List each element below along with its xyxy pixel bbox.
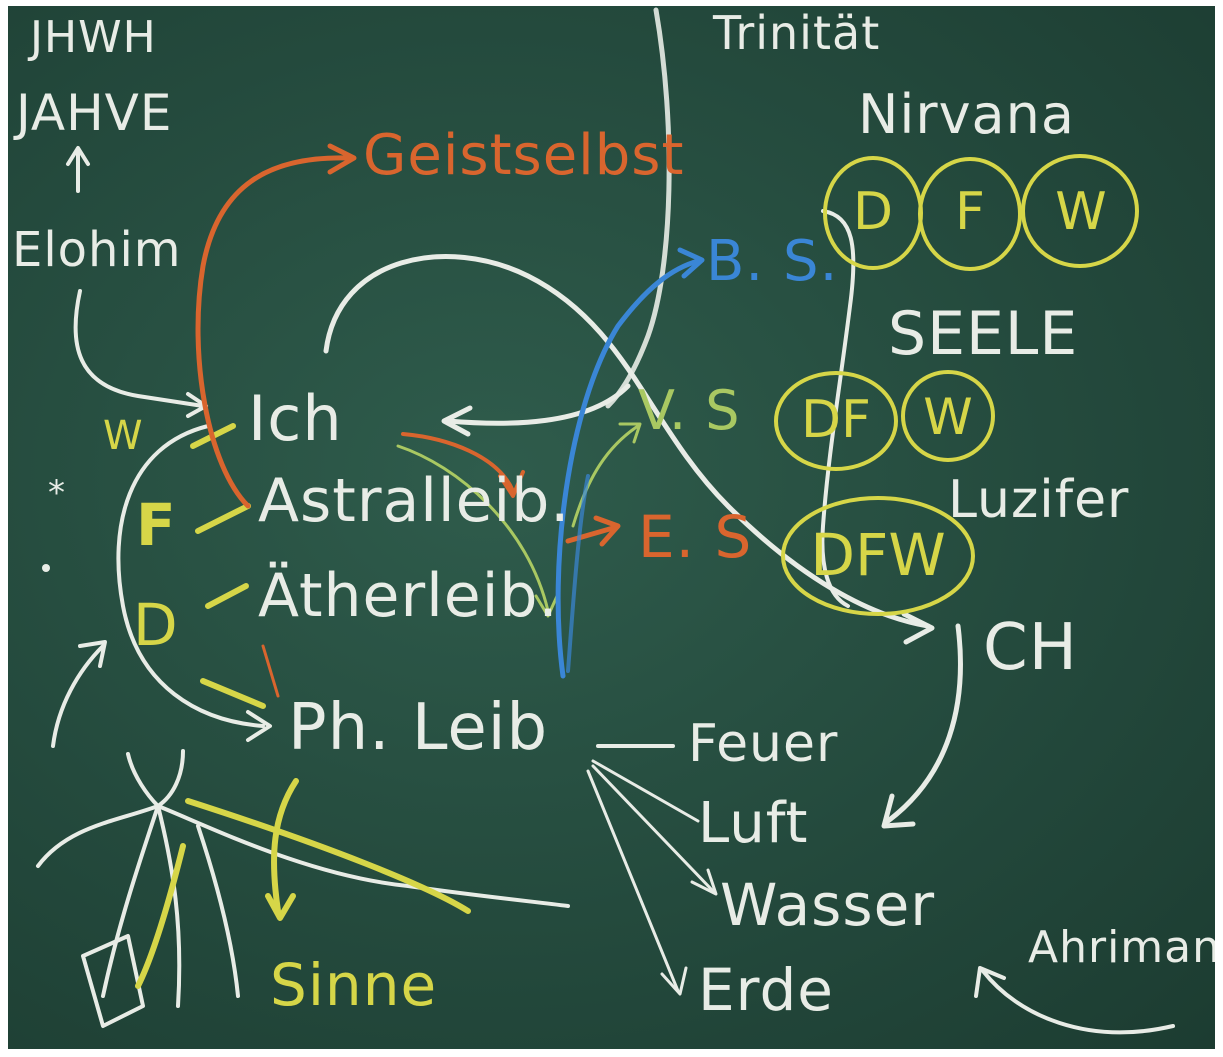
label-jhwh: JHWH: [30, 12, 157, 63]
green-arrow-2: [571, 424, 640, 528]
label-w: W: [103, 413, 144, 459]
label-f: F: [136, 491, 177, 559]
label-feuer: Feuer: [688, 714, 839, 774]
label-bs: B. S.: [706, 229, 839, 294]
label-ich: Ich: [248, 382, 343, 455]
label-nirvana: Nirvana: [858, 83, 1075, 146]
circle-middle-1: DF: [801, 390, 871, 450]
label-ph-leib: Ph. Leib: [288, 691, 549, 765]
circles-middle: [774, 370, 995, 471]
label-seele: SEELE: [888, 299, 1079, 369]
label-ch: CH: [983, 611, 1078, 685]
circle-bottom-1: DFW: [810, 521, 946, 589]
bs-arrow: [555, 258, 701, 679]
main-curve: [323, 254, 931, 629]
erde-arrow: [586, 769, 680, 993]
label-luft: Luft: [698, 791, 809, 856]
circle-top-2: F: [955, 182, 985, 242]
circles-top: [823, 154, 1139, 271]
luft-arrow: [591, 759, 700, 823]
label-elohim: Elohim: [12, 222, 182, 278]
label-astralleib: Astralleib.: [258, 466, 571, 536]
circle-middle-2: W: [923, 388, 973, 446]
label-luzifer: Luzifer: [948, 470, 1130, 530]
chalk-drawing: [36, 7, 1175, 1035]
label-aetherleib: Ätherleib.: [258, 561, 559, 631]
label-sinne: Sinne: [270, 951, 438, 1019]
label-jahve: JAHVE: [16, 84, 173, 142]
label-wasser: Wasser: [720, 871, 936, 939]
es-arrow: [565, 525, 616, 544]
label-es: E. S: [638, 503, 753, 571]
aether-ph-arrow: [261, 644, 280, 698]
ch-arrow: [885, 623, 963, 824]
circle-top-1: D: [852, 182, 894, 242]
chalkboard: JHWH JAHVE Elohim Trinität Nirvana Geist…: [8, 6, 1215, 1049]
ich-astral-arrow: [401, 432, 515, 493]
label-ahriman: Ahriman: [1028, 922, 1215, 973]
ahriman-arrow: [981, 969, 1175, 1035]
label-star: *: [48, 473, 66, 513]
label-vs: V. S: [638, 379, 741, 442]
yellow-strokes: [135, 423, 471, 989]
circles-bottom: [781, 496, 975, 616]
seele-bracket: [820, 209, 856, 608]
elohim-arrow: [73, 289, 205, 408]
green-arrow-1: [396, 444, 550, 613]
left-loop: [116, 424, 265, 728]
left-arrow: [51, 644, 105, 748]
label-erde: Erde: [698, 956, 834, 1024]
yellow-dot: [42, 564, 50, 572]
label-d: D: [133, 591, 179, 659]
circle-top-3: W: [1055, 182, 1107, 242]
return-arrow: [445, 383, 631, 426]
label-geistselbst: Geistselbst: [363, 123, 685, 188]
geistselbst-arrow: [195, 155, 351, 509]
wasser-arrow: [591, 764, 715, 893]
divider-line: [605, 7, 672, 409]
label-trinitaet: Trinität: [713, 6, 881, 60]
